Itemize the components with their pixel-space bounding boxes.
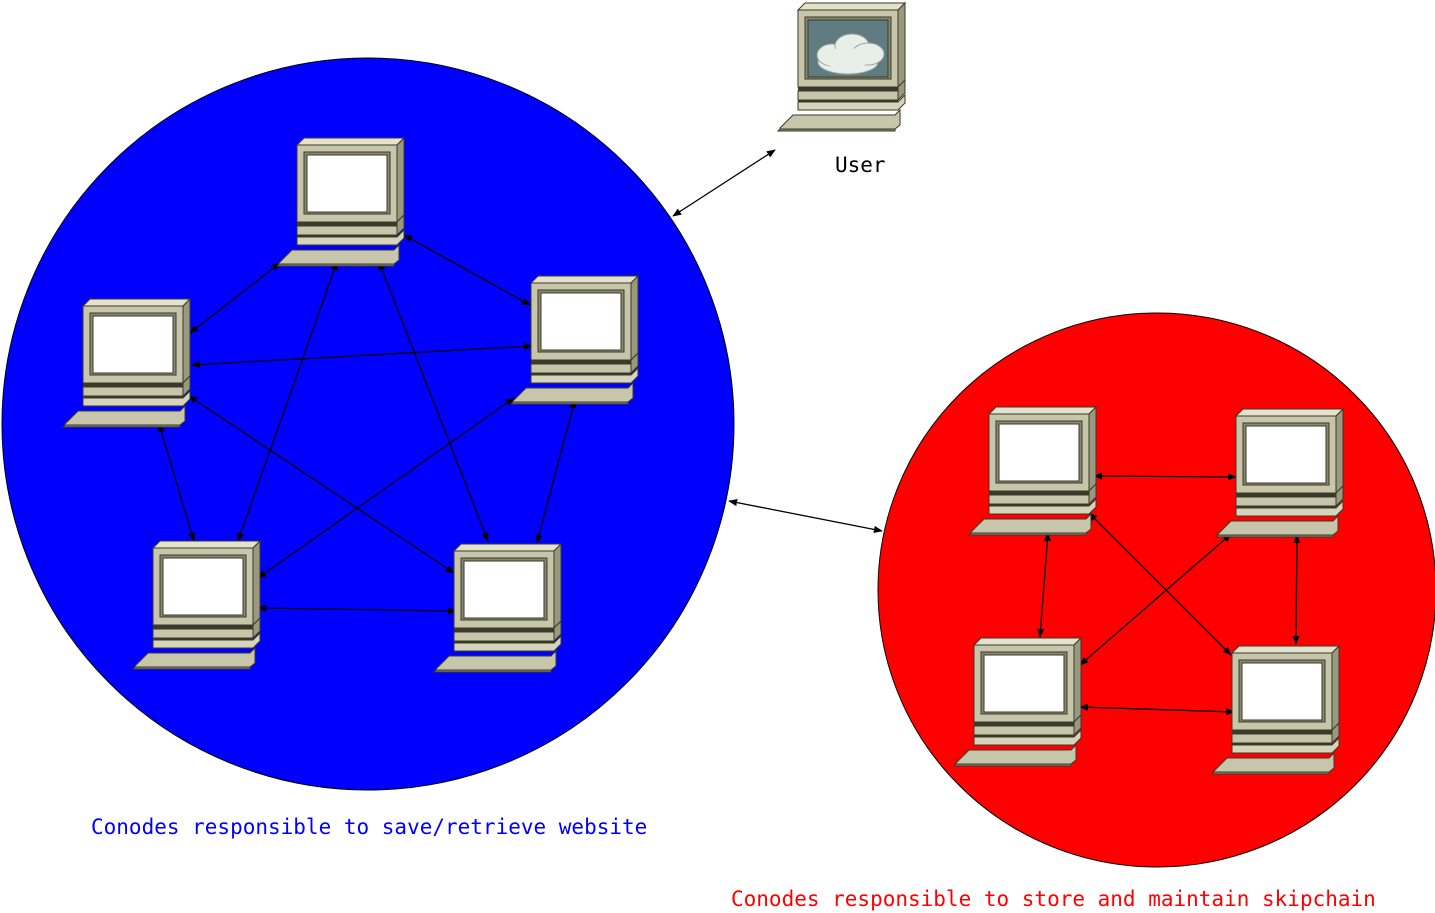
website-edge: [257, 604, 457, 615]
cloud-icon: [816, 33, 885, 75]
skipchain-edges: [1037, 472, 1301, 716]
user-label: User: [835, 153, 886, 177]
website-edge: [191, 342, 533, 369]
skipchain-edge: [1079, 533, 1232, 666]
user-to-website-edge: [672, 149, 776, 217]
website-edges: [157, 234, 577, 615]
website-cluster-caption: Conodes responsible to save/retrieve web…: [91, 815, 648, 839]
website-edge: [157, 423, 196, 542]
skipchain-cluster-caption: Conodes responsible to store and maintai…: [731, 887, 1376, 911]
inter-cluster-edges: [672, 149, 883, 533]
website-edge: [535, 399, 577, 544]
user-computer-icon: [777, 2, 906, 132]
skipchain-cluster: [877, 312, 1435, 868]
skipchain-edge: [1079, 703, 1235, 716]
website-to-skipchain-edge: [728, 499, 883, 533]
website-edge: [257, 397, 515, 579]
skipchain-edge: [1093, 472, 1237, 481]
skipchain-edge: [1292, 534, 1301, 645]
skipchain-edge: [1037, 532, 1051, 638]
